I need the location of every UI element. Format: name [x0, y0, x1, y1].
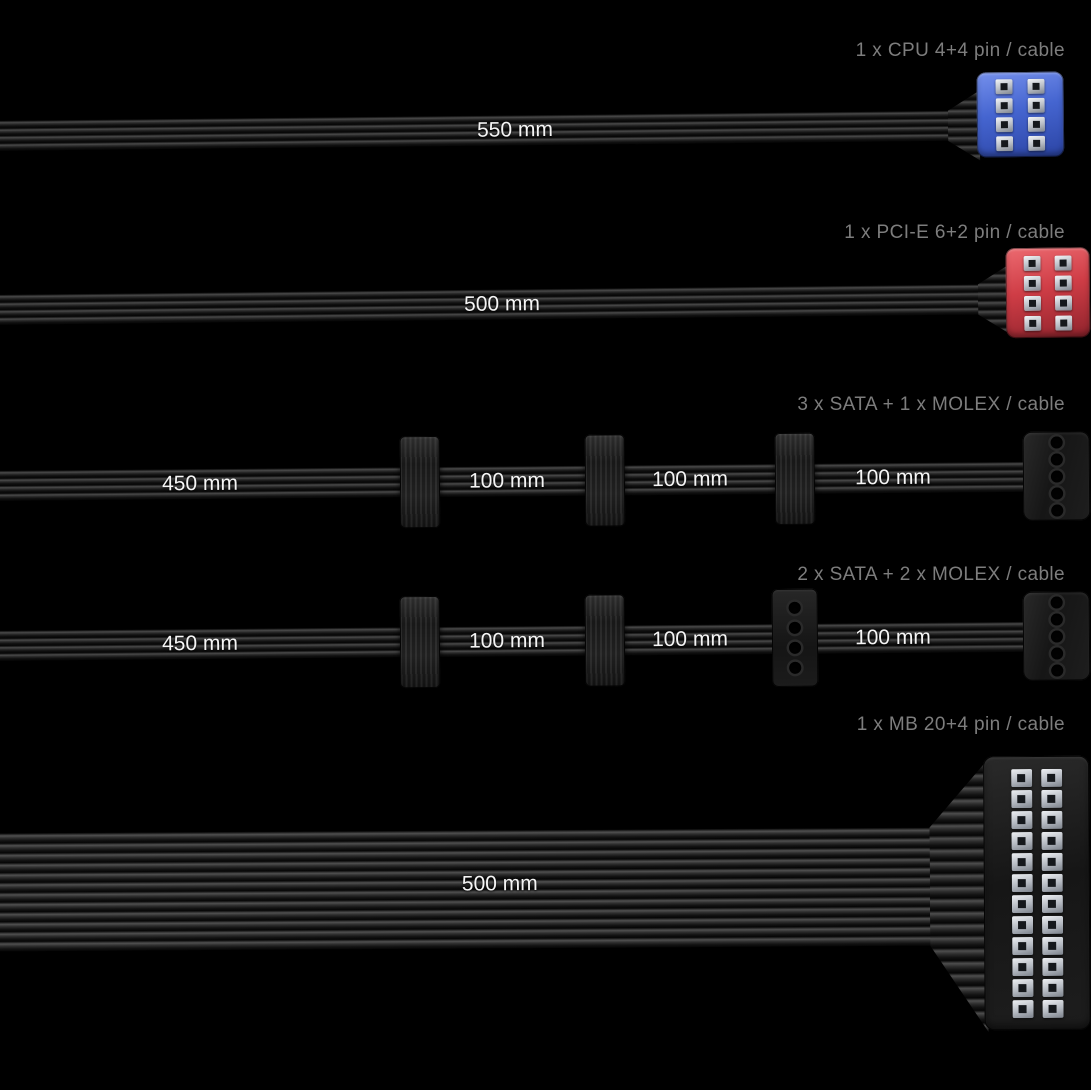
mb-20plus4-connector	[983, 755, 1091, 1031]
cable-row-cpu: 550 mm	[0, 69, 1091, 195]
pin-hole	[1050, 612, 1063, 626]
length-label: 100 mm	[854, 625, 931, 650]
pin-socket	[1041, 873, 1063, 892]
pin-socket	[995, 97, 1013, 113]
pin-hole	[1050, 452, 1063, 466]
cable-row-sata2-molex2: 450 mm 100 mm 100 mm 100 mm	[0, 575, 1091, 715]
pin-socket	[1011, 873, 1033, 892]
cable-type-label-pcie: 1 x PCI-E 6+2 pin / cable	[844, 222, 1065, 243]
pin-socket	[1027, 116, 1046, 132]
length-label: 100 mm	[651, 627, 728, 652]
pin-socket	[1011, 852, 1033, 871]
pin-socket	[1011, 957, 1033, 976]
pin-socket	[1011, 936, 1033, 955]
pin-socket	[996, 135, 1014, 151]
pin-socket	[1054, 294, 1073, 311]
pin-socket	[1040, 768, 1062, 787]
length-label: 450 mm	[161, 471, 238, 496]
wire-fan	[948, 90, 981, 160]
molex-end-connector	[1022, 591, 1091, 681]
pin-socket	[1024, 315, 1042, 331]
length-label: 100 mm	[854, 465, 931, 490]
pin-socket	[1055, 314, 1073, 331]
pin-hole	[1050, 663, 1063, 677]
pin-socket	[1012, 999, 1034, 1018]
pin-hole	[788, 641, 802, 654]
sata-connector	[774, 432, 816, 525]
length-label: 100 mm	[468, 469, 545, 493]
length-label: 500 mm	[463, 292, 541, 316]
pin-hole	[1050, 435, 1063, 449]
pin-hole	[1050, 646, 1063, 660]
pin-socket	[1027, 97, 1045, 113]
cable-type-label-sata-molex-2: 2 x SATA + 2 x MOLEX / cable	[797, 564, 1065, 585]
pin-socket	[1011, 978, 1033, 997]
pin-socket	[1040, 810, 1062, 829]
pin-socket	[1010, 789, 1032, 808]
pin-hole	[788, 601, 801, 614]
cable-row-pcie: 500 mm	[0, 239, 1091, 365]
pin-socket	[1011, 915, 1033, 934]
length-label: 550 mm	[476, 117, 554, 142]
pin-hole	[1050, 595, 1063, 609]
pin-socket	[1042, 999, 1064, 1018]
pin-socket	[1040, 789, 1062, 808]
pin-socket	[1041, 978, 1063, 997]
pin-socket	[1041, 957, 1063, 976]
pin-socket	[1041, 915, 1063, 934]
length-label: 500 mm	[461, 872, 538, 896]
pin-socket	[1054, 254, 1072, 271]
pin-socket	[1011, 894, 1033, 913]
cable-type-label-mb: 1 x MB 20+4 pin / cable	[856, 714, 1065, 735]
pin-hole	[1050, 469, 1063, 483]
pin-socket	[1040, 831, 1063, 850]
pin-socket	[1023, 275, 1041, 291]
cable-type-label-cpu: 1 x CPU 4+4 pin / cable	[855, 40, 1065, 61]
length-label: 100 mm	[468, 629, 545, 653]
cpu-4plus4-connector	[976, 71, 1065, 158]
pin-socket	[1041, 936, 1063, 955]
pin-hole	[788, 621, 801, 634]
pin-socket	[1041, 852, 1063, 871]
pin-hole	[1050, 629, 1063, 643]
pin-socket	[1010, 810, 1032, 829]
molex-inline-connector	[771, 588, 819, 688]
cable-row-mb: 500 mm	[0, 742, 1091, 1090]
pin-hole	[1050, 486, 1063, 500]
pin-socket	[1041, 894, 1063, 913]
pin-socket	[995, 78, 1013, 94]
sata-connector	[399, 435, 441, 529]
pin-hole	[1050, 503, 1063, 517]
length-label: 100 mm	[651, 467, 728, 492]
pin-socket	[1010, 831, 1033, 850]
cable-type-label-sata-molex-1: 3 x SATA + 1 x MOLEX / cable	[797, 394, 1065, 415]
pcie-6plus2-connector	[1005, 247, 1091, 339]
molex-end-connector	[1022, 431, 1091, 521]
pin-socket	[1027, 78, 1045, 94]
pin-socket	[1028, 135, 1046, 151]
pin-socket	[1023, 295, 1042, 311]
length-label: 450 mm	[161, 631, 238, 656]
pin-hole	[789, 661, 802, 674]
wire-fan	[929, 760, 989, 1032]
cable-row-sata3-molex1: 450 mm 100 mm 100 mm 100 mm	[0, 415, 1091, 555]
pin-socket	[1023, 255, 1041, 271]
pin-socket	[1010, 768, 1032, 787]
sata-connector	[399, 595, 441, 689]
pin-socket	[1054, 274, 1072, 291]
pin-socket	[995, 116, 1014, 132]
